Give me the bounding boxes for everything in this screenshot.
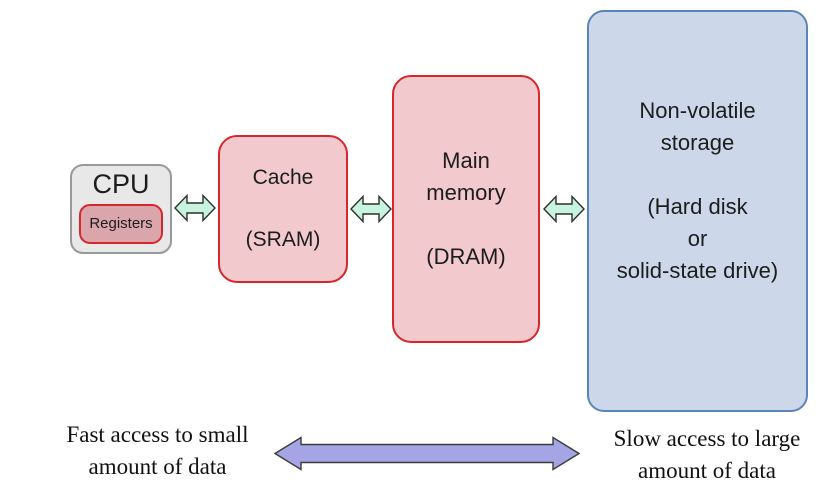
- double-arrow-shape: [543, 194, 585, 224]
- storage-box: Non-volatile storage (Hard disk or solid…: [587, 10, 808, 412]
- storage-sublabel: (Hard disk or solid-state drive): [616, 194, 779, 283]
- fast-access-caption: Fast access to small amount of data: [66, 422, 249, 480]
- cache-sublabel: (SRAM): [245, 228, 321, 251]
- cpu-box: CPU Registers: [70, 164, 172, 254]
- double-arrow-icon: [543, 194, 585, 224]
- registers-label: Registers: [89, 215, 153, 233]
- double-arrow-shape: [274, 436, 580, 471]
- registers-box: Registers: [79, 203, 163, 244]
- double-arrow-icon: [174, 193, 216, 223]
- speed-spectrum-arrow-icon: [274, 436, 580, 471]
- main-memory-sublabel: (DRAM): [426, 243, 506, 269]
- slow-access-caption: Slow access to large amount of data: [613, 426, 801, 484]
- double-arrow-icon: [350, 194, 392, 224]
- main-memory-label: Main memory: [426, 148, 506, 206]
- main-memory-box: Main memory (DRAM): [392, 75, 540, 343]
- cache-label: Cache: [252, 165, 314, 189]
- double-arrow-shape: [174, 193, 216, 223]
- cpu-label: CPU: [92, 169, 150, 199]
- double-arrow-shape: [350, 194, 392, 224]
- storage-label: Non-volatile storage: [639, 98, 756, 156]
- cache-box: Cache (SRAM): [218, 135, 348, 283]
